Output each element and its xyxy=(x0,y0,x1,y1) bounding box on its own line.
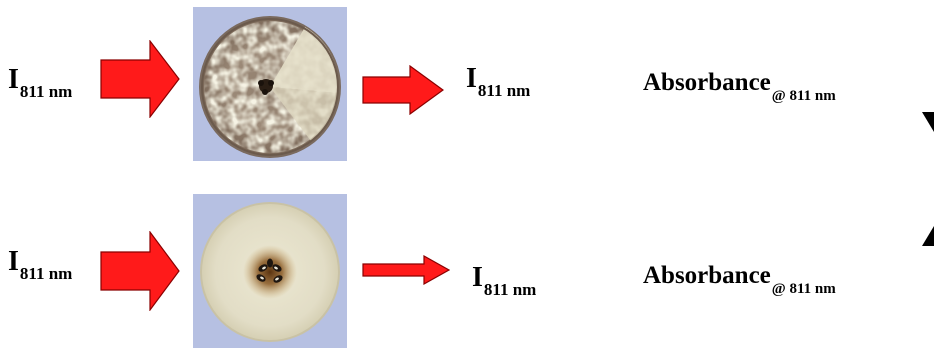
row2-absorbance-label: Absorbance@ 811 nm xyxy=(643,263,836,288)
trend-up-arrow-icon xyxy=(922,226,934,246)
row2-input-intensity-label: I811 nm xyxy=(8,248,72,276)
absorbance-subscript: @ 811 nm xyxy=(772,88,836,104)
healthy-apple-slice-image xyxy=(193,194,347,348)
intensity-symbol: I xyxy=(466,63,477,94)
absorbance-subscript: @ 811 nm xyxy=(772,281,836,297)
row1-input-arrow-icon xyxy=(100,40,180,118)
browned-apple-slice-image xyxy=(193,7,347,161)
row2-input-arrow-icon xyxy=(100,231,180,311)
intensity-symbol: I xyxy=(8,246,19,277)
row1-output-arrow-icon xyxy=(362,65,444,115)
wavelength-subscript: 811 nm xyxy=(478,81,530,100)
intensity-symbol: I xyxy=(472,262,483,293)
wavelength-subscript: 811 nm xyxy=(20,82,72,101)
row2-output-intensity-label: I811 nm xyxy=(472,264,536,292)
absorbance-word: Absorbance xyxy=(643,262,771,289)
row1-absorbance-label: Absorbance@ 811 nm xyxy=(643,70,836,95)
row2-sample-photo xyxy=(193,194,347,348)
row2-output-arrow-icon xyxy=(362,255,450,285)
absorbance-word: Absorbance xyxy=(643,69,771,96)
intensity-symbol: I xyxy=(8,64,19,95)
wavelength-subscript: 811 nm xyxy=(20,264,72,283)
row1-input-intensity-label: I811 nm xyxy=(8,66,72,94)
row1-output-intensity-label: I811 nm xyxy=(466,65,530,93)
wavelength-subscript: 811 nm xyxy=(484,280,536,299)
trend-down-arrow-icon xyxy=(922,112,934,132)
row1-sample-photo xyxy=(193,7,347,161)
